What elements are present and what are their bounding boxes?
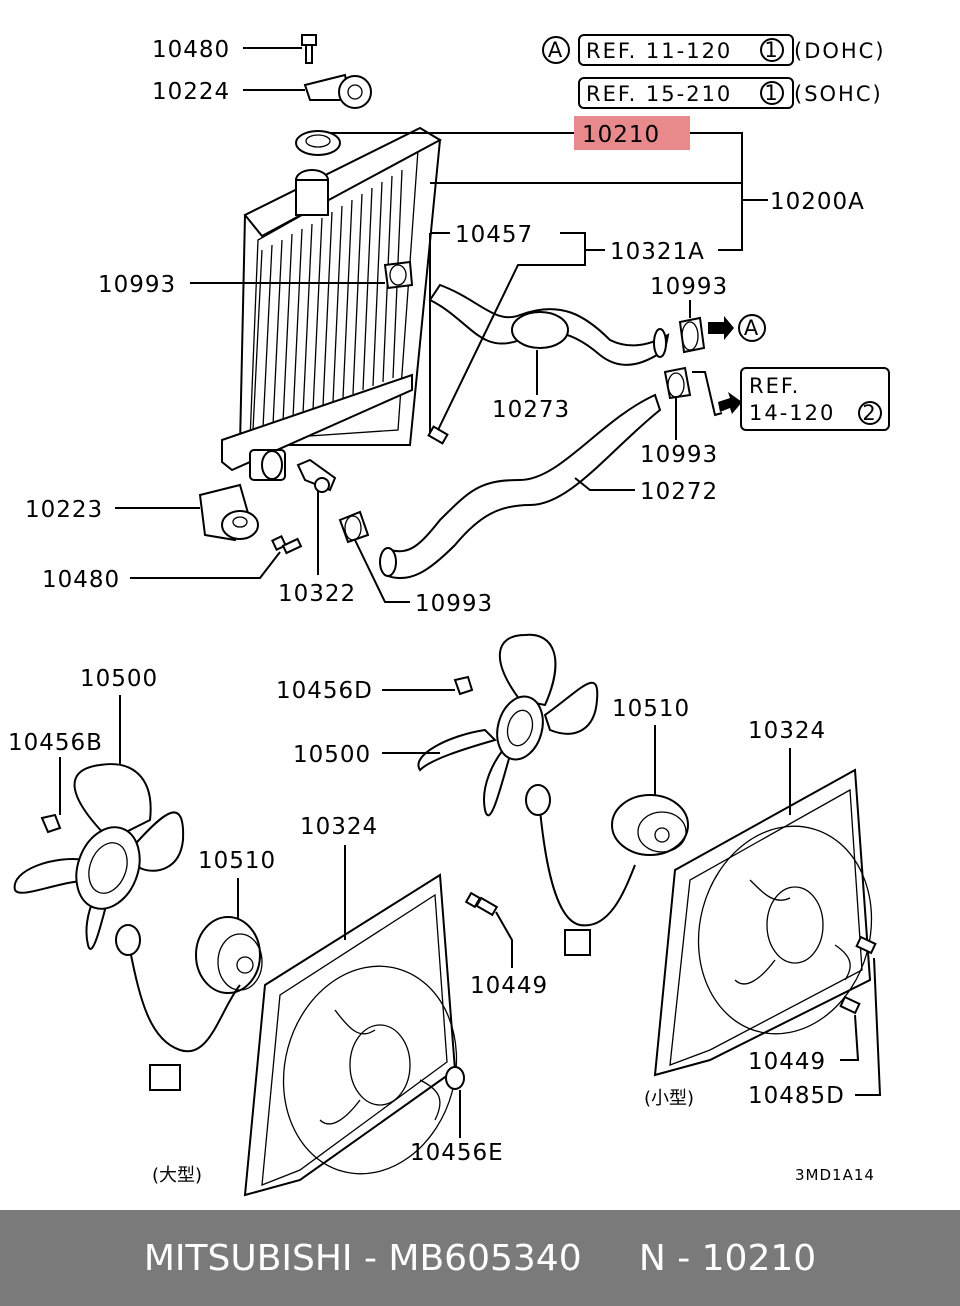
arrow-a-label: A (744, 316, 760, 340)
ref3-box: REF. 14-120 2 (740, 367, 890, 431)
label-fan-right: 10500 (293, 742, 371, 768)
upper-hose (428, 283, 670, 366)
label-bolt-shroud-right2: 10485D (748, 1083, 845, 1109)
motor-left (195, 916, 263, 994)
thermo-switch (296, 458, 337, 493)
ref-header: A REF. 11-120 1 (DOHC) REF. 15-210 1 (SO… (542, 34, 886, 109)
label-bolt-shroud-right: 10449 (748, 1049, 826, 1075)
footer-bar: MITSUBISHI - MB605340 N - 10210 (0, 1210, 960, 1306)
label-switch: 10322 (278, 581, 356, 607)
nut-fan-left (40, 813, 62, 834)
label-motor-right: 10510 (612, 696, 690, 722)
bolt-shroud-right2 (855, 935, 877, 955)
marker-a: A (548, 38, 564, 62)
ref3-line1: REF. (749, 374, 800, 398)
arrow-to-a (708, 316, 734, 340)
label-hose-set: 10321A (610, 239, 705, 265)
part-labels: 10480 10224 10210 10200A 10457 10321A 10… (8, 37, 865, 1166)
radiator-cap (295, 130, 341, 156)
label-lower-hose: 10272 (640, 479, 718, 505)
bolt-top (301, 34, 317, 64)
label-bracket-low: 10223 (25, 497, 103, 523)
nut-fan-right (453, 675, 474, 696)
ref1-num: 1 (764, 38, 779, 62)
shroud-right (653, 768, 873, 1077)
bracket-low (198, 483, 259, 542)
lower-hose (379, 393, 662, 580)
ref3-line2: 14-120 (749, 401, 835, 425)
ref1-text: REF. 11-120 (586, 39, 732, 63)
label-nut-fan-right: 10456D (276, 678, 373, 704)
drain-plug (427, 425, 449, 445)
clamp-left (383, 260, 414, 290)
bracket-top (303, 73, 372, 109)
ref3-num: 2 (862, 401, 877, 425)
label-upper-hose: 10273 (492, 397, 570, 423)
note-small-type: (小型) (644, 1088, 694, 1109)
label-radiator-assy: 10200A (770, 189, 865, 215)
motor-right (611, 794, 689, 856)
label-nut-fan-left: 10456B (8, 730, 103, 756)
label-clamp-right-top: 10993 (650, 274, 728, 300)
harness-left (115, 924, 241, 1091)
label-bracket-top: 10224 (152, 79, 230, 105)
label-drain-plug: 10457 (455, 222, 533, 248)
label-bolt-low: 10480 (42, 567, 120, 593)
radiator (221, 126, 443, 481)
highlight-box (574, 116, 690, 150)
harness-right (525, 784, 636, 956)
label-cap: 10210 (582, 122, 660, 148)
arrow-to-ref3 (692, 371, 742, 417)
leader-lines (59, 47, 882, 1138)
fan-left (13, 763, 185, 950)
parts-diagram: A REF. 11-120 1 (DOHC) REF. 15-210 1 (SO… (8, 34, 890, 1197)
label-bolt-shroud-left: 10449 (470, 973, 548, 999)
bolt-shroud-right (839, 995, 861, 1015)
clamp-right-bottom (663, 366, 692, 400)
label-nut-shroud-left: 10456E (410, 1140, 504, 1166)
ref2-note: (SOHC) (794, 82, 883, 106)
note-large-type: (大型) (152, 1165, 202, 1186)
bolt-low (271, 535, 303, 555)
clamp-right-top (678, 316, 706, 354)
ref2-num: 1 (764, 81, 779, 105)
label-clamp-left: 10993 (98, 272, 176, 298)
label-bolt-top: 10480 (152, 37, 230, 63)
fan-right (417, 633, 599, 817)
nut-shroud-left (445, 1066, 465, 1090)
ref2-text: REF. 15-210 (586, 82, 732, 106)
label-shroud-right: 10324 (748, 718, 826, 744)
clamp-lower (338, 510, 370, 544)
shroud-left (243, 873, 458, 1197)
label-clamp-lower: 10993 (415, 591, 493, 617)
label-motor-left: 10510 (198, 848, 276, 874)
bolt-shroud-left (464, 891, 499, 917)
label-fan-left: 10500 (80, 666, 158, 692)
arrow-a-marker: A (738, 314, 766, 342)
diagram-code: 3MD1A14 (795, 1166, 875, 1184)
ref1-note: (DOHC) (794, 39, 886, 63)
label-shroud-left: 10324 (300, 814, 378, 840)
label-clamp-right-bottom: 10993 (640, 442, 718, 468)
footer-text: MITSUBISHI - MB605340 N - 10210 (143, 1237, 817, 1279)
